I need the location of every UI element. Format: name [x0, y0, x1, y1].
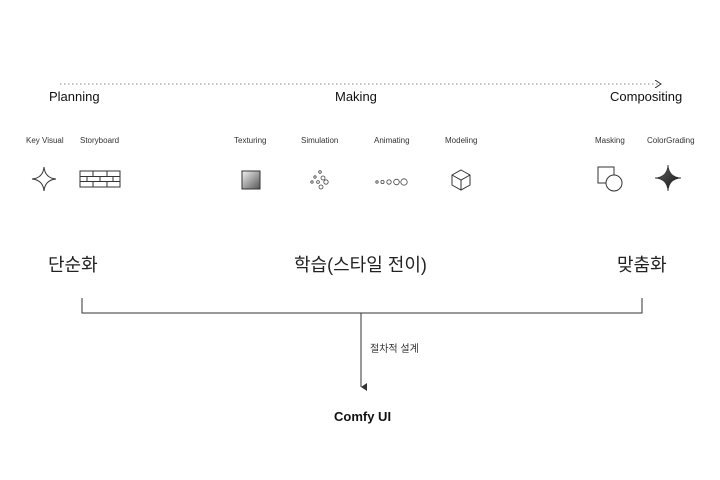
stage-planning: Planning	[49, 89, 100, 104]
tool-label-storyboard: Storyboard	[80, 136, 120, 145]
brick-grid-icon	[79, 170, 121, 188]
sparkle-outline-icon	[31, 166, 57, 192]
motion-circles-icon	[375, 178, 408, 186]
stage-compositing: Compositing	[610, 89, 683, 104]
cube-icon	[451, 169, 471, 191]
procedural-design-label: 절차적 설계	[370, 344, 419, 355]
tool-label-animating: Animating	[374, 136, 410, 145]
tool-label-modeling: Modeling	[445, 136, 478, 145]
tool-label-simulation: Simulation	[301, 136, 339, 145]
gradient-square-icon	[241, 170, 261, 190]
stage-making: Making	[335, 89, 377, 104]
tool-label-key-visual: Key Visual	[26, 136, 64, 145]
tool-label-color-grading: ColorGrading	[647, 136, 695, 145]
sparkle-filled-icon	[654, 164, 682, 192]
square-circle-icon	[597, 166, 623, 192]
particles-icon	[310, 170, 329, 190]
tool-label-texturing: Texturing	[234, 136, 267, 145]
result-comfy-ui: Comfy UI	[334, 409, 392, 424]
phase-simplify: 단순화	[48, 255, 98, 275]
phase-learning: 학습(스타일 전이)	[294, 255, 427, 275]
phase-customize: 맞춤화	[617, 255, 667, 275]
tool-label-masking: Masking	[595, 136, 625, 145]
phase-bracket	[81, 298, 643, 314]
